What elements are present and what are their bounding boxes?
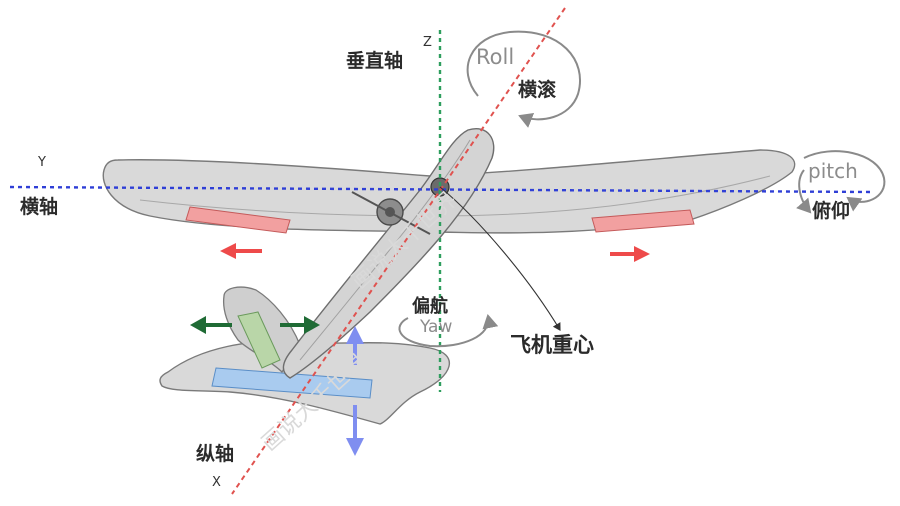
pitch-label-en: pitch	[808, 159, 858, 183]
pitch-rotation-arrow	[803, 150, 886, 212]
left-aileron-arrow	[220, 243, 262, 259]
yaw-label-cn: 偏航	[412, 295, 448, 317]
longitudinal-axis-label: 纵轴	[196, 442, 234, 465]
pitch-arrow-up	[346, 326, 364, 365]
x-axis-letter: X	[212, 475, 221, 490]
pitch-arrow-down	[346, 405, 364, 456]
elevator	[211, 367, 373, 399]
roll-rotation-arrow	[466, 30, 581, 128]
yaw-arrow-left	[190, 316, 232, 334]
lateral-axis-label: 横轴	[20, 195, 58, 218]
yaw-label-en: Yaw	[419, 317, 452, 337]
y-axis-letter: Y	[37, 155, 46, 170]
roll-label-cn: 横滚	[518, 78, 557, 101]
vertical-axis-label: 垂直轴	[346, 49, 403, 72]
z-axis-letter: Z	[423, 35, 432, 50]
right-aileron	[591, 209, 695, 233]
yaw-rotation-arrow	[398, 314, 499, 348]
roll-label-en: Roll	[476, 45, 514, 69]
pitch-label-cn: 俯仰	[812, 199, 850, 222]
center-of-gravity-label: 飞机重心	[510, 333, 594, 357]
propeller	[351, 191, 431, 235]
yaw-arrow-right	[280, 316, 320, 334]
right-aileron-arrow	[610, 246, 650, 262]
left-aileron	[185, 206, 291, 234]
cg-pointer-line	[439, 186, 561, 331]
rudder	[237, 311, 281, 369]
longitudinal-axis-line	[231, 7, 566, 495]
